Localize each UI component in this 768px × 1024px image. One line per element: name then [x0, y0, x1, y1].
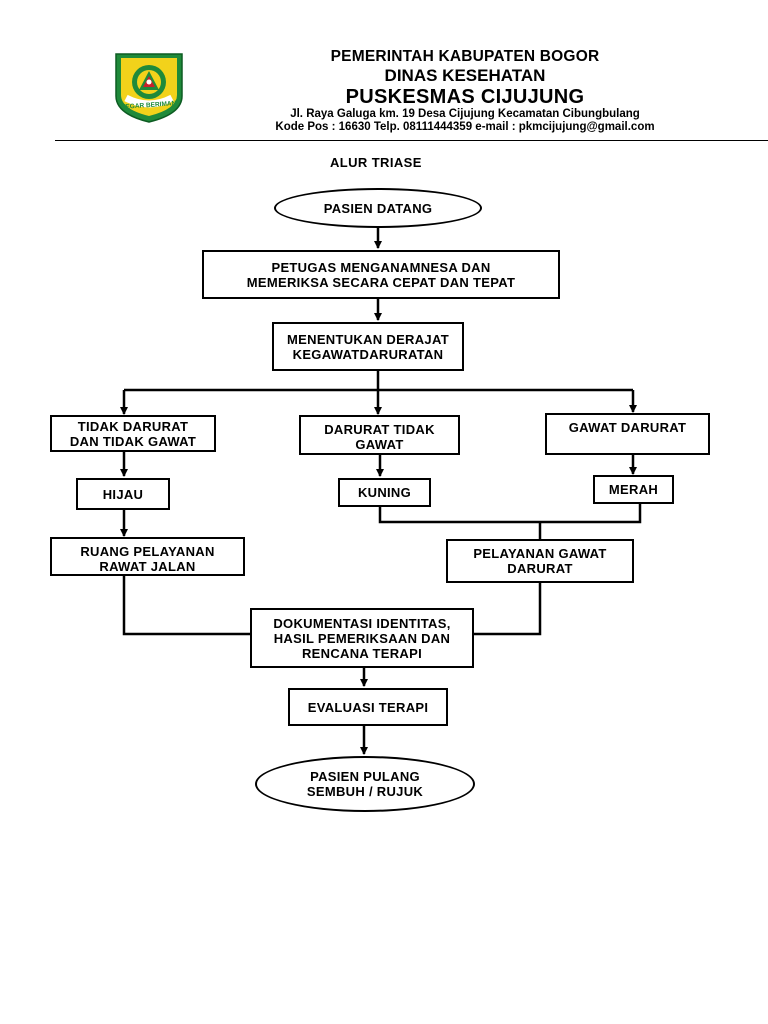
node-pasien-pulang: PASIEN PULANG SEMBUH / RUJUK	[255, 756, 475, 812]
node-dokumentasi-line1: DOKUMENTASI IDENTITAS,	[273, 615, 451, 631]
node-darurat-line1: DARURAT TIDAK	[324, 422, 435, 437]
node-petugas-line2: MEMERIKSA SECARA CEPAT DAN TEPAT	[246, 274, 516, 290]
contact-line: Kode Pos : 16630 Telp. 08111444359 e-mai…	[275, 121, 655, 133]
node-hijau-label: HIJAU	[102, 486, 144, 502]
line-ruang-to-dokumentasi	[122, 575, 250, 636]
node-gawat-darurat: GAWAT DARURAT	[545, 413, 710, 455]
node-tidak-darurat-line1: TIDAK DARURAT	[77, 418, 189, 434]
node-menentukan-line2: KEGAWATDARURATAN	[292, 346, 444, 362]
node-ruang-line1: RUANG PELAYANAN	[80, 544, 215, 559]
logo-text: TEGAR BERIMAN	[121, 100, 177, 111]
node-dokumentasi-line2: HASIL PEMERIKSAAN DAN	[273, 630, 451, 646]
node-pulang-line2: SEMBUH / RUJUK	[306, 784, 424, 799]
node-ruang-line2: RAWAT JALAN	[99, 559, 196, 574]
node-kuning: KUNING	[338, 478, 431, 507]
node-evaluasi-label: EVALUASI TERAPI	[307, 699, 429, 715]
node-dokumentasi-line3: RENCANA TERAPI	[301, 645, 422, 661]
node-pelayanan-gawat: PELAYANAN GAWAT DARURAT	[446, 539, 634, 583]
node-pelayanan-line1: PELAYANAN GAWAT	[473, 546, 607, 561]
line-pelayanan-to-dokumentasi	[474, 582, 542, 636]
node-ruang-pelayanan: RUANG PELAYANAN RAWAT JALAN	[50, 537, 245, 576]
node-pasien-datang: PASIEN DATANG	[274, 188, 482, 228]
node-tidak-darurat: TIDAK DARURAT DAN TIDAK GAWAT	[50, 415, 216, 452]
diagram-title: ALUR TRIASE	[330, 155, 422, 170]
node-menentukan-derajat: MENENTUKAN DERAJAT KEGAWATDARURATAN	[272, 322, 464, 371]
node-merah-label: MERAH	[608, 482, 659, 497]
node-dokumentasi: DOKUMENTASI IDENTITAS, HASIL PEMERIKSAAN…	[250, 608, 474, 668]
department-name: DINAS KESEHATAN	[384, 66, 546, 85]
kabupaten-bogor-logo: TEGAR BERIMAN	[112, 52, 186, 124]
node-hijau: HIJAU	[76, 478, 170, 510]
header-divider	[55, 140, 768, 141]
government-name: PEMERINTAH KABUPATEN BOGOR	[330, 48, 600, 65]
node-pelayanan-line2: DARURAT	[507, 561, 573, 576]
node-tidak-darurat-line2: DAN TIDAK GAWAT	[69, 433, 197, 449]
node-darurat-tidak-gawat: DARURAT TIDAK GAWAT	[299, 415, 460, 455]
node-darurat-line2: GAWAT	[355, 437, 404, 452]
node-petugas-anamnesa: PETUGAS MENGANAMNESA DAN MEMERIKSA SECAR…	[202, 250, 560, 299]
node-pasien-datang-label: PASIEN DATANG	[323, 200, 433, 216]
node-menentukan-line1: MENENTUKAN DERAJAT	[287, 331, 449, 347]
node-pulang-line1: PASIEN PULANG	[310, 769, 420, 784]
node-gawat-darurat-label: GAWAT DARURAT	[568, 420, 687, 435]
puskesmas-name: PUSKESMAS CIJUJUNG	[345, 86, 585, 108]
node-merah: MERAH	[593, 475, 674, 504]
node-kuning-label: KUNING	[357, 485, 412, 500]
address-line: Jl. Raya Galuga km. 19 Desa Cijujung Kec…	[290, 108, 640, 120]
node-petugas-line1: PETUGAS MENGANAMNESA DAN	[271, 259, 491, 275]
line-kuning-merah-merge	[378, 503, 642, 524]
node-evaluasi-terapi: EVALUASI TERAPI	[288, 688, 448, 726]
